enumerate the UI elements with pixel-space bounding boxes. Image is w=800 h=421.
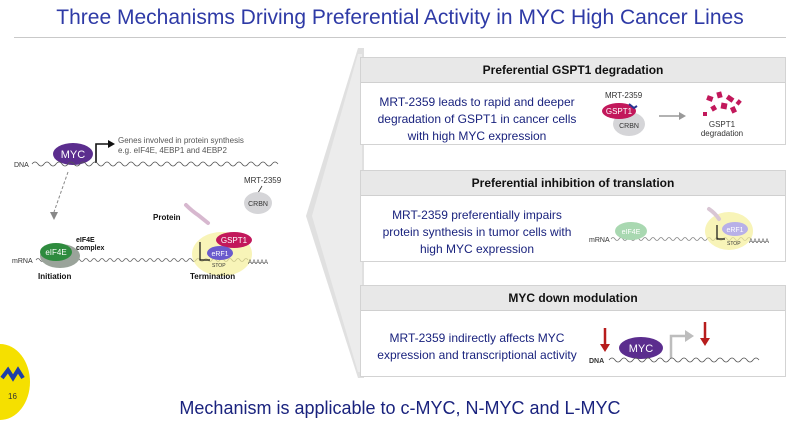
protein-chain-faded bbox=[707, 207, 721, 221]
crbn-oval bbox=[244, 192, 272, 214]
crbn-label: CRBN bbox=[248, 201, 268, 208]
termination-tRNA bbox=[716, 225, 725, 240]
protein-chain bbox=[184, 203, 210, 225]
genes-line-1: Genes involved in protein synthesis bbox=[118, 136, 244, 145]
degradation-arrowhead bbox=[679, 112, 686, 120]
gspt1-oval bbox=[216, 232, 252, 248]
mrna-label: mRNA bbox=[589, 237, 610, 244]
eif4e-oval-faded bbox=[615, 222, 647, 240]
dna-strand bbox=[608, 357, 760, 363]
panel-description: MRT-2359 leads to rapid and deeper degra… bbox=[367, 94, 587, 145]
bottom-statement: Mechanism is applicable to c-MYC, N-MYC … bbox=[179, 398, 621, 418]
promoter-arrow bbox=[95, 143, 110, 163]
eif4e-label: eIF4E bbox=[45, 248, 66, 257]
panel-gspt1-degradation: Preferential GSPT1 degradation MRT-2359 … bbox=[360, 57, 786, 145]
termination-label: Termination bbox=[190, 272, 235, 281]
myc-oval bbox=[53, 143, 93, 165]
mrt-label: MRT-2359 bbox=[244, 176, 282, 185]
erf1-label: eRF1 bbox=[726, 227, 743, 234]
dna-label: DNA bbox=[589, 358, 604, 365]
myc-downmodulation-figure: MYC DNA bbox=[589, 322, 760, 365]
eif4e-complex-label-2: complex bbox=[76, 245, 105, 252]
protein-label: Protein bbox=[153, 213, 181, 222]
crbn-label: CRBN bbox=[619, 123, 639, 130]
degradation-label-1: GSPT1 bbox=[709, 120, 736, 129]
myc-label: MYC bbox=[629, 343, 654, 355]
initiation-label: Initiation bbox=[38, 272, 71, 281]
stop-label: STOP bbox=[727, 241, 741, 247]
gspt1-label: GSPT1 bbox=[221, 236, 248, 245]
promoter-arrow-faded bbox=[669, 334, 687, 358]
stop-label: STOP bbox=[212, 263, 226, 269]
text-line: protein synthesis in tumor cells with bbox=[382, 225, 572, 239]
title-divider bbox=[14, 37, 786, 38]
translation-diagram: MYC Genes involved in protein synthesis … bbox=[12, 136, 282, 281]
degraded-fragments bbox=[703, 91, 742, 116]
panel-connector-shape bbox=[306, 48, 364, 378]
text-line: high MYC expression bbox=[419, 242, 535, 256]
mrt-molecule bbox=[628, 103, 638, 110]
text-line: MRT-2359 preferentially impairs bbox=[392, 208, 562, 222]
dna-label: DNA bbox=[14, 162, 29, 169]
text-line: with high MYC expression bbox=[407, 129, 547, 143]
dna-strand bbox=[31, 161, 279, 167]
text-line: MRT-2359 leads to rapid and deeper bbox=[379, 95, 575, 109]
eif4e-complex-label-1: eIF4E bbox=[76, 237, 95, 244]
panel-myc-down-modulation: MYC down modulation MRT-2359 indirectly … bbox=[360, 285, 786, 377]
termination-tRNA bbox=[199, 242, 210, 261]
erf1-oval bbox=[207, 246, 233, 260]
left-mechanism-diagram: MYC Genes involved in protein synthesis … bbox=[0, 40, 320, 340]
slide-title: Three Mechanisms Driving Preferential Ac… bbox=[56, 6, 744, 29]
translation-inhibition-figure: mRNA eIF4E eRF1 STOP AAAAA bbox=[589, 207, 769, 250]
page-number: 16 bbox=[8, 392, 17, 401]
gspt1-degradation-figure: MRT-2359 CRBN GSPT1 GSPT1 degradation bbox=[602, 91, 743, 138]
mrt-label: MRT-2359 bbox=[605, 91, 643, 100]
degradation-label-2: degradation bbox=[701, 129, 743, 138]
mrna-label: mRNA bbox=[12, 258, 33, 265]
aaaaa-label: AAAAA bbox=[749, 239, 769, 245]
panel-header: MYC down modulation bbox=[361, 286, 785, 311]
myc-label: MYC bbox=[61, 149, 86, 161]
gspt1-label: GSPT1 bbox=[606, 107, 633, 116]
dashed-arrow bbox=[53, 171, 69, 213]
erf1-oval bbox=[722, 222, 748, 236]
company-logo bbox=[0, 344, 30, 420]
panel-description: MRT-2359 preferentially impairs protein … bbox=[367, 207, 587, 258]
text-line: degradation of GSPT1 in cancer cells bbox=[377, 112, 577, 126]
dashed-arrowhead bbox=[50, 212, 58, 220]
myc-oval bbox=[619, 337, 663, 359]
promoter-arrowhead bbox=[108, 140, 115, 148]
down-arrowhead-right bbox=[700, 338, 710, 346]
promoter-arrowhead-faded bbox=[685, 330, 694, 342]
genes-line-2: e.g. eIF4E, 4EBP1 and 4EBP2 bbox=[118, 146, 228, 155]
aaaaa-label: AAAAA bbox=[248, 260, 268, 266]
gspt1-oval bbox=[602, 103, 636, 119]
panel-header: Preferential inhibition of translation bbox=[361, 171, 785, 196]
panel-description: MRT-2359 indirectly affects MYC expressi… bbox=[367, 330, 587, 364]
eif4e-oval bbox=[40, 243, 72, 261]
eif4e-label: eIF4E bbox=[622, 229, 641, 236]
down-arrowhead-left bbox=[600, 344, 610, 352]
panel-header: Preferential GSPT1 degradation bbox=[361, 58, 785, 83]
erf1-label: eRF1 bbox=[211, 251, 228, 258]
panel-inhibition-translation: Preferential inhibition of translation M… bbox=[360, 170, 786, 262]
text-line: MRT-2359 indirectly affects MYC bbox=[389, 331, 565, 345]
text-line: expression and transcriptional activity bbox=[377, 348, 577, 362]
